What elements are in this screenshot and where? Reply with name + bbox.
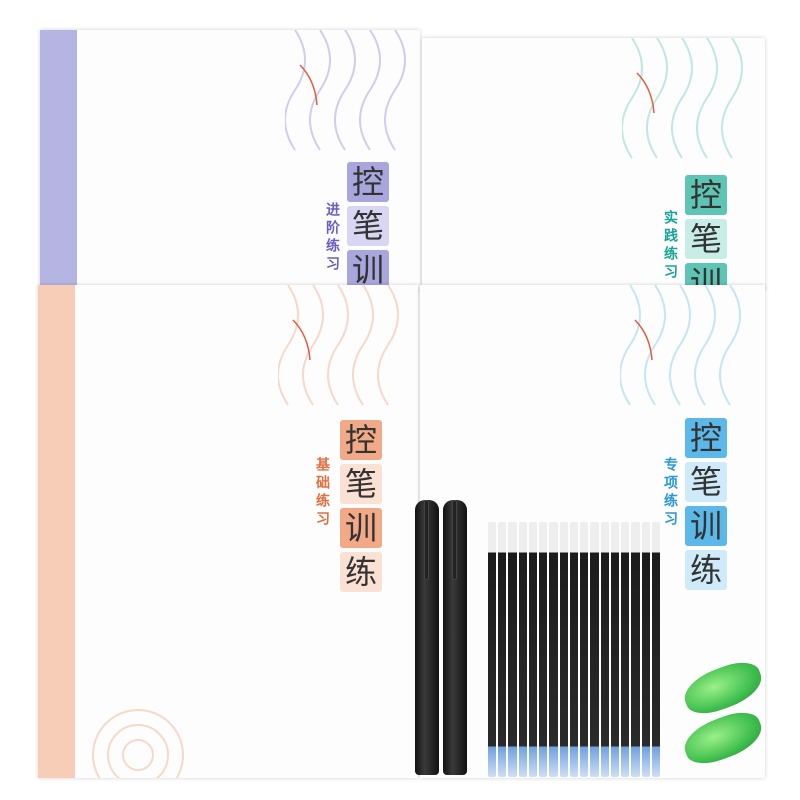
title-char: 控 bbox=[347, 162, 389, 202]
book-title: 控 笔 训 练 bbox=[685, 418, 727, 590]
title-char: 控 bbox=[685, 418, 727, 458]
black-pen bbox=[415, 500, 439, 775]
title-char: 控 bbox=[340, 420, 382, 460]
book-subtitle: 进阶练习 bbox=[324, 202, 340, 274]
wave-decoration bbox=[285, 30, 406, 151]
spiral-decoration bbox=[92, 709, 184, 778]
book-subtitle: 实践练习 bbox=[662, 210, 678, 282]
book-title: 控 笔 训 bbox=[685, 175, 727, 290]
title-char: 控 bbox=[685, 175, 727, 215]
title-char: 训 bbox=[685, 506, 727, 546]
wave-decoration bbox=[622, 38, 743, 159]
black-pen bbox=[443, 500, 467, 775]
title-char: 笔 bbox=[340, 464, 382, 504]
title-char: 训 bbox=[347, 250, 389, 290]
book-title: 控 笔 训 bbox=[347, 162, 389, 290]
title-char: 笔 bbox=[347, 206, 389, 246]
title-char: 练 bbox=[685, 550, 727, 590]
book-title: 控 笔 训 练 bbox=[340, 420, 382, 592]
book-spine bbox=[40, 30, 77, 290]
book-subtitle: 专项练习 bbox=[662, 457, 678, 529]
ink-refills bbox=[488, 522, 660, 777]
title-char: 笔 bbox=[685, 219, 727, 259]
notebook-practice: 控 笔 训 实践练习 bbox=[422, 38, 765, 290]
notebook-basic: 控 笔 训 练 基础练习 bbox=[38, 285, 418, 778]
book-spine bbox=[38, 285, 75, 778]
title-char: 练 bbox=[340, 552, 382, 592]
book-subtitle: 基础练习 bbox=[314, 457, 330, 529]
wave-decoration bbox=[278, 285, 399, 406]
notebook-advanced: 控 笔 训 进阶练习 bbox=[40, 30, 420, 290]
title-char: 笔 bbox=[685, 462, 727, 502]
title-char: 训 bbox=[340, 508, 382, 548]
wave-decoration bbox=[620, 285, 741, 406]
